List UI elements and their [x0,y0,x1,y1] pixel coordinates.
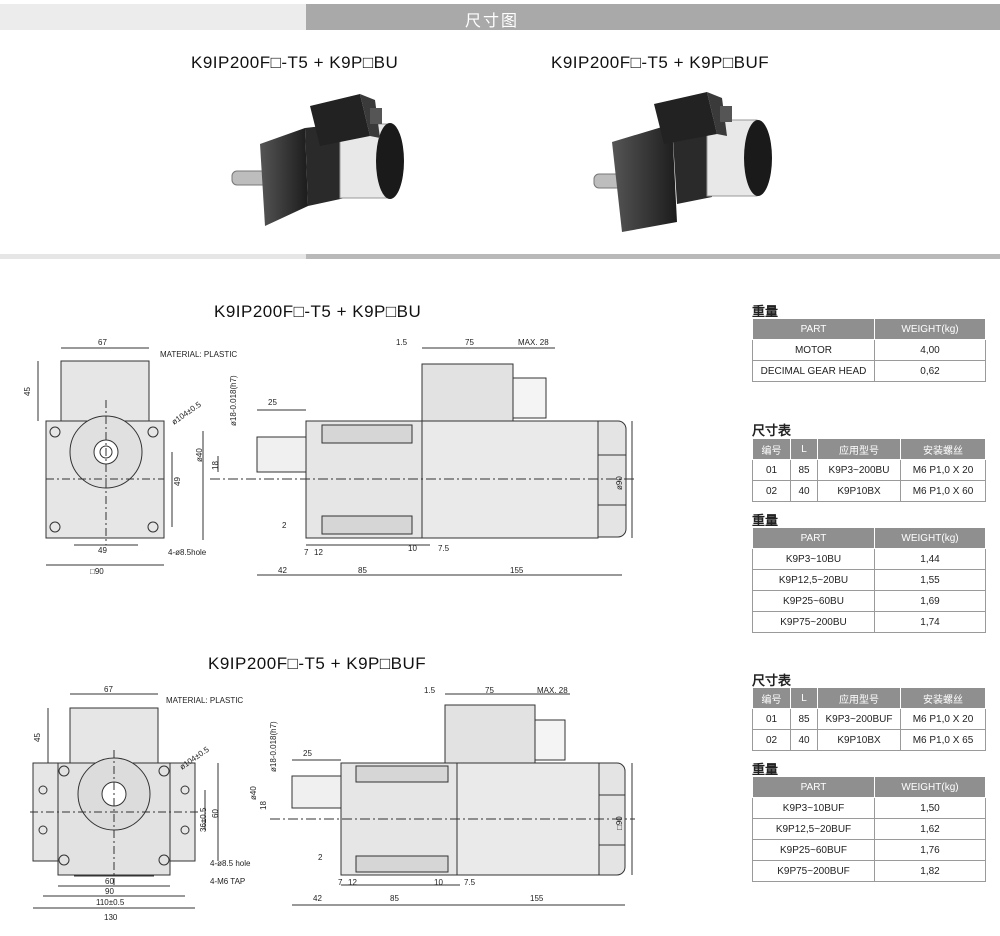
tap-note: 4-M6 TAP [210,877,245,886]
dim-top-1-5: 1.5 [396,338,408,347]
dim-max-28: MAX. 28 [518,338,549,347]
dim-pilot: ø40 [195,448,204,462]
dim-w110: 110±0.5 [96,898,125,907]
material-note-2: MATERIAL: PLASTIC [166,696,243,705]
dim-l85-2: 85 [390,894,399,903]
dim-w90: 90 [105,887,114,896]
dim-d90: ø90 [615,476,624,490]
dim-square: □90 [90,567,104,576]
dim-top-75: 75 [465,338,474,347]
drawing-title-bu: K9IP200F□-T5 + K9P□BU [214,302,422,321]
section-divider [0,254,1000,259]
dim-l42-2: 42 [313,894,322,903]
hole-note: 4-ø8.5hole [168,548,207,557]
dim-box-width-2: 67 [104,685,113,694]
dim-w60: 60 [105,877,114,886]
dim-t10: 10 [408,544,417,553]
dim-t7-5: 7.5 [438,544,450,553]
hole-note-2: 4-ø8.5 hole [210,859,251,868]
dim-gap-2: 2 [318,853,323,862]
top-model-title-buf: K9IP200F□-T5 + K9P□BUF [551,53,770,72]
dim-w130: 130 [104,913,118,922]
dim-t10-2: 10 [434,878,443,887]
dim-top-75-2: 75 [485,686,494,695]
dim-l155-2: 155 [530,894,544,903]
dim-key-2: 18 [259,801,268,810]
motor-photo-buf [593,92,772,232]
dim-shaft-dia-2: ø18-0.018(h7) [269,721,278,772]
dimension-drawing-bu: 67 45 MATERIAL: PLASTIC ø104±0.5 ø18-0.0… [23,338,635,922]
col-part: PART [752,318,875,340]
weight-heading-1: 重量 [752,305,779,320]
motor-photo-bu [231,94,404,226]
dim-shaft-len: 25 [268,398,277,407]
title-banner: 尺寸图 [0,4,1000,30]
dim-t12-2: 12 [348,878,357,887]
dim-l155: 155 [510,566,524,575]
weight-heading-2: 重量 [752,514,779,529]
dim-l85: 85 [358,566,367,575]
dim-h60: 60 [211,809,220,818]
dim-shaft-dia: ø18-0.018(h7) [229,375,238,426]
dim-gap: 2 [282,521,287,530]
dim-top-1-5-2: 1.5 [424,686,436,695]
dim-t7: 7 [304,548,309,557]
dim-d90-2: □90 [615,816,624,830]
weight-heading-3: 重量 [752,763,779,778]
dim-box-height: 45 [23,387,32,396]
top-model-title-bu: K9IP200F□-T5 + K9P□BU [191,53,399,72]
size-heading-2: 尺寸表 [752,674,792,689]
dim-shaft-len-2: 25 [303,749,312,758]
drawing-title-buf: K9IP200F□-T5 + K9P□BUF [208,654,427,673]
material-note: MATERIAL: PLASTIC [160,350,237,359]
dim-box-height-2: 45 [33,733,42,742]
dim-box-width: 67 [98,338,107,347]
size-heading-1: 尺寸表 [752,424,792,439]
col-weight: WEIGHT(kg) [874,318,986,340]
dim-h36: 36±0.5 [199,807,208,832]
banner-title: 尺寸图 [465,11,520,30]
dim-t7-5-2: 7.5 [464,878,476,887]
dim-key: 18 [211,461,220,470]
dim-pilot-2: ø40 [249,786,258,800]
dim-max-28-2: MAX. 28 [537,686,568,695]
dim-pcd: ø104±0.5 [170,400,203,427]
dim-t12: 12 [314,548,323,557]
dim-l42: 42 [278,566,287,575]
dim-inner-h: 49 [98,546,107,555]
dim-inner-v: 49 [173,477,182,486]
dim-t7-2: 7 [338,878,343,887]
